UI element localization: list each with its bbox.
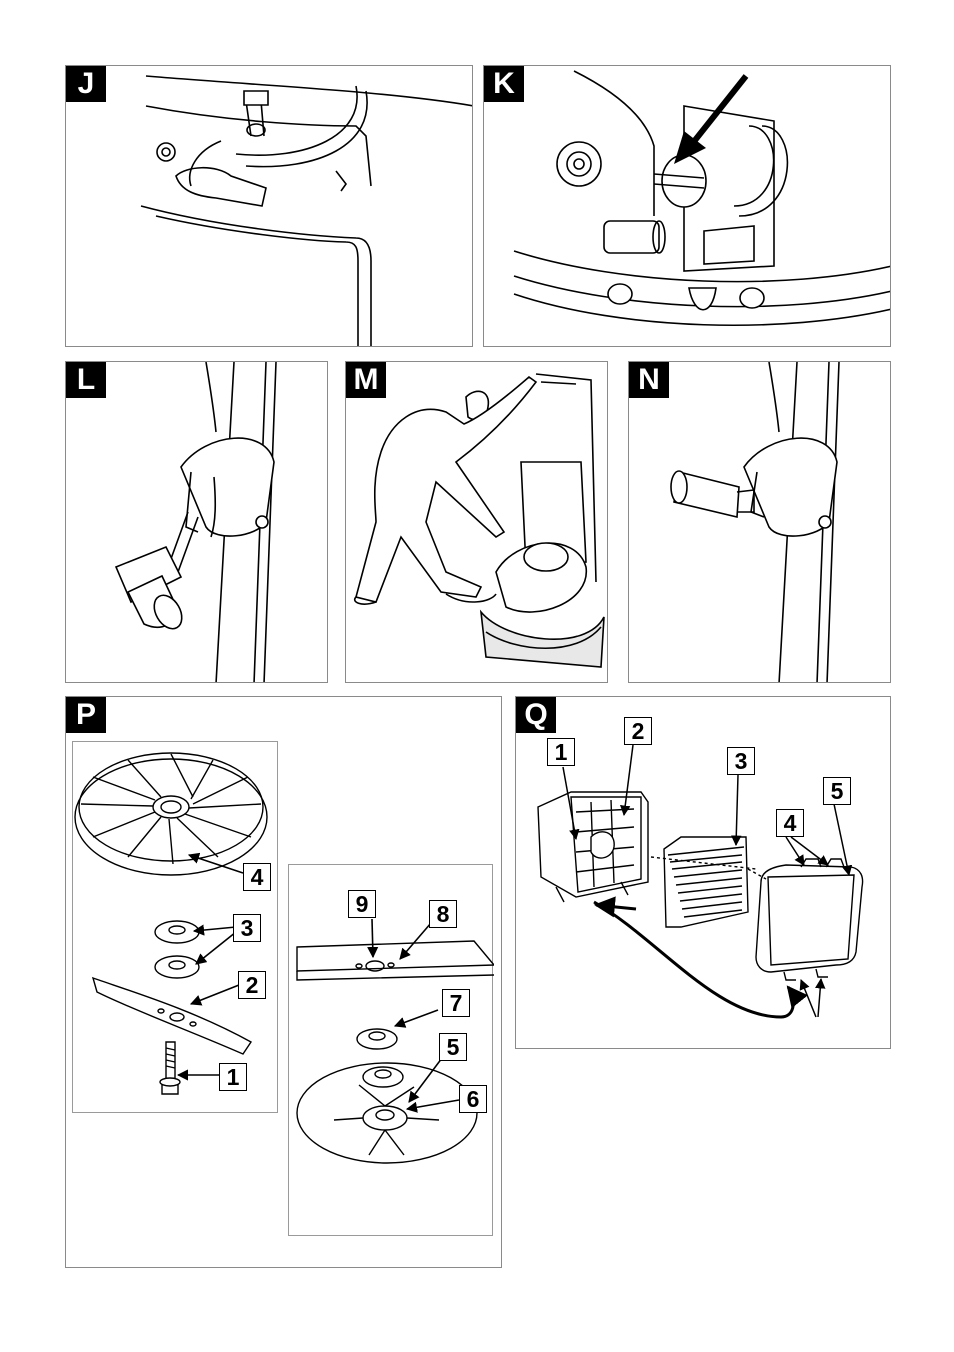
callout-p-5: 5	[439, 1033, 467, 1061]
figure-panel-p: P	[65, 696, 502, 1268]
callout-q-5: 5	[823, 777, 851, 805]
callout-p-9: 9	[348, 890, 376, 918]
figure-panel-k: K	[483, 65, 891, 347]
callout-p-6: 6	[459, 1085, 487, 1113]
figure-panel-j: J	[65, 65, 473, 347]
callout-q-3: 3	[727, 747, 755, 775]
callout-p-4: 4	[243, 863, 271, 891]
engine-stop-illustration	[484, 66, 891, 347]
callout-arrows	[66, 697, 502, 1268]
figure-panel-m: M	[345, 361, 608, 683]
callout-p-1: 1	[219, 1063, 247, 1091]
callout-p-7: 7	[442, 989, 470, 1017]
callout-q-1: 1	[547, 738, 575, 766]
callout-p-3: 3	[233, 914, 261, 942]
callout-q-4: 4	[776, 809, 804, 837]
figure-panel-n: N	[628, 361, 891, 683]
person-tilting-mower-illustration	[346, 362, 608, 683]
starter-handle-stowed-illustration	[629, 362, 891, 683]
starter-handle-illustration	[66, 362, 328, 683]
callout-p-2: 2	[238, 971, 266, 999]
figure-panel-q: Q	[515, 696, 891, 1049]
callout-q-2: 2	[624, 717, 652, 745]
callout-p-8: 8	[429, 900, 457, 928]
spark-plug-illustration	[66, 66, 473, 347]
figure-panel-l: L	[65, 361, 328, 683]
